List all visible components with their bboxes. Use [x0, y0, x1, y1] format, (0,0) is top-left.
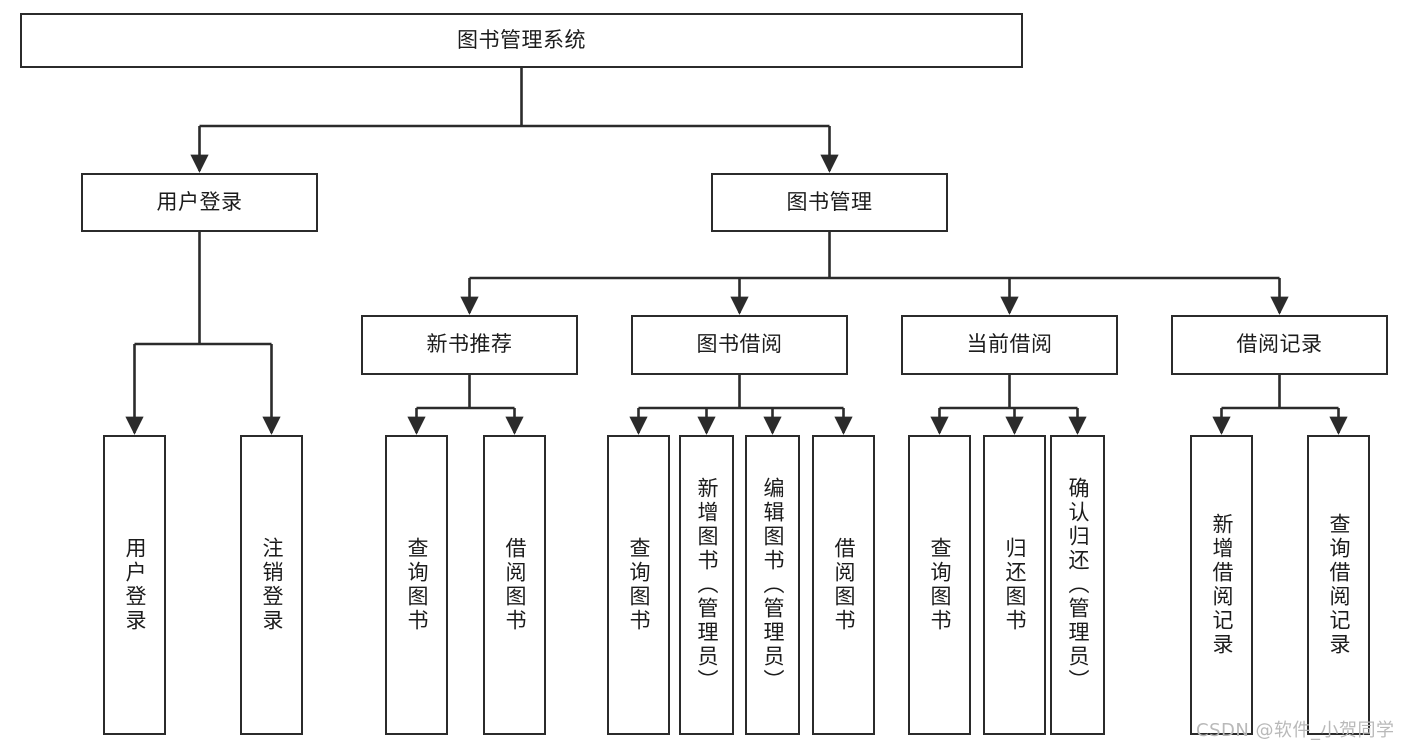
leaf-return-book[interactable]: 归还图书: [983, 435, 1046, 735]
node-root-label: 图书管理系统: [457, 27, 586, 52]
leaf-edit-book[interactable]: 编辑图书（管理员）: [745, 435, 800, 735]
node-book-manage[interactable]: 图书管理: [711, 173, 948, 232]
node-book-manage-label: 图书管理: [786, 189, 873, 214]
node-book-borrow[interactable]: 图书借阅: [631, 315, 848, 375]
node-user-login-label: 用户登录: [156, 189, 243, 214]
node-current-borrow[interactable]: 当前借阅: [901, 315, 1118, 375]
leaf-user-login[interactable]: 用户登录: [103, 435, 166, 735]
leaf-edit-book-label: 编辑图书（管理员）: [761, 477, 785, 693]
node-new-book-recommend[interactable]: 新书推荐: [361, 315, 578, 375]
leaf-query-book-3[interactable]: 查询图书: [908, 435, 971, 735]
leaf-add-book-label: 新增图书（管理员）: [695, 477, 719, 693]
leaf-query-book-1[interactable]: 查询图书: [385, 435, 448, 735]
leaf-return-book-label: 归还图书: [1003, 537, 1027, 633]
leaf-add-borrow-record-label: 新增借阅记录: [1210, 513, 1234, 657]
leaf-borrow-book-2[interactable]: 借阅图书: [812, 435, 875, 735]
node-borrow-record-label: 借阅记录: [1236, 332, 1323, 357]
node-new-book-recommend-label: 新书推荐: [426, 332, 513, 357]
node-user-login[interactable]: 用户登录: [81, 173, 318, 232]
leaf-query-borrow-record-label: 查询借阅记录: [1327, 513, 1351, 657]
leaf-confirm-return-label: 确认归还（管理员）: [1066, 477, 1090, 693]
node-root[interactable]: 图书管理系统: [20, 13, 1023, 68]
leaf-add-borrow-record[interactable]: 新增借阅记录: [1190, 435, 1253, 735]
leaf-query-borrow-record[interactable]: 查询借阅记录: [1307, 435, 1370, 735]
leaf-query-book-2-label: 查询图书: [627, 537, 651, 633]
leaf-query-book-1-label: 查询图书: [405, 537, 429, 633]
node-current-borrow-label: 当前借阅: [966, 332, 1053, 357]
leaf-borrow-book-2-label: 借阅图书: [832, 537, 856, 633]
leaf-user-login-label: 用户登录: [123, 537, 147, 633]
leaf-logout[interactable]: 注销登录: [240, 435, 303, 735]
node-book-borrow-label: 图书借阅: [696, 332, 783, 357]
leaf-borrow-book-1-label: 借阅图书: [503, 537, 527, 633]
leaf-query-book-2[interactable]: 查询图书: [607, 435, 670, 735]
leaf-borrow-book-1[interactable]: 借阅图书: [483, 435, 546, 735]
node-borrow-record[interactable]: 借阅记录: [1171, 315, 1388, 375]
leaf-add-book[interactable]: 新增图书（管理员）: [679, 435, 734, 735]
leaf-confirm-return[interactable]: 确认归还（管理员）: [1050, 435, 1105, 735]
leaf-query-book-3-label: 查询图书: [928, 537, 952, 633]
leaf-logout-label: 注销登录: [260, 537, 284, 633]
